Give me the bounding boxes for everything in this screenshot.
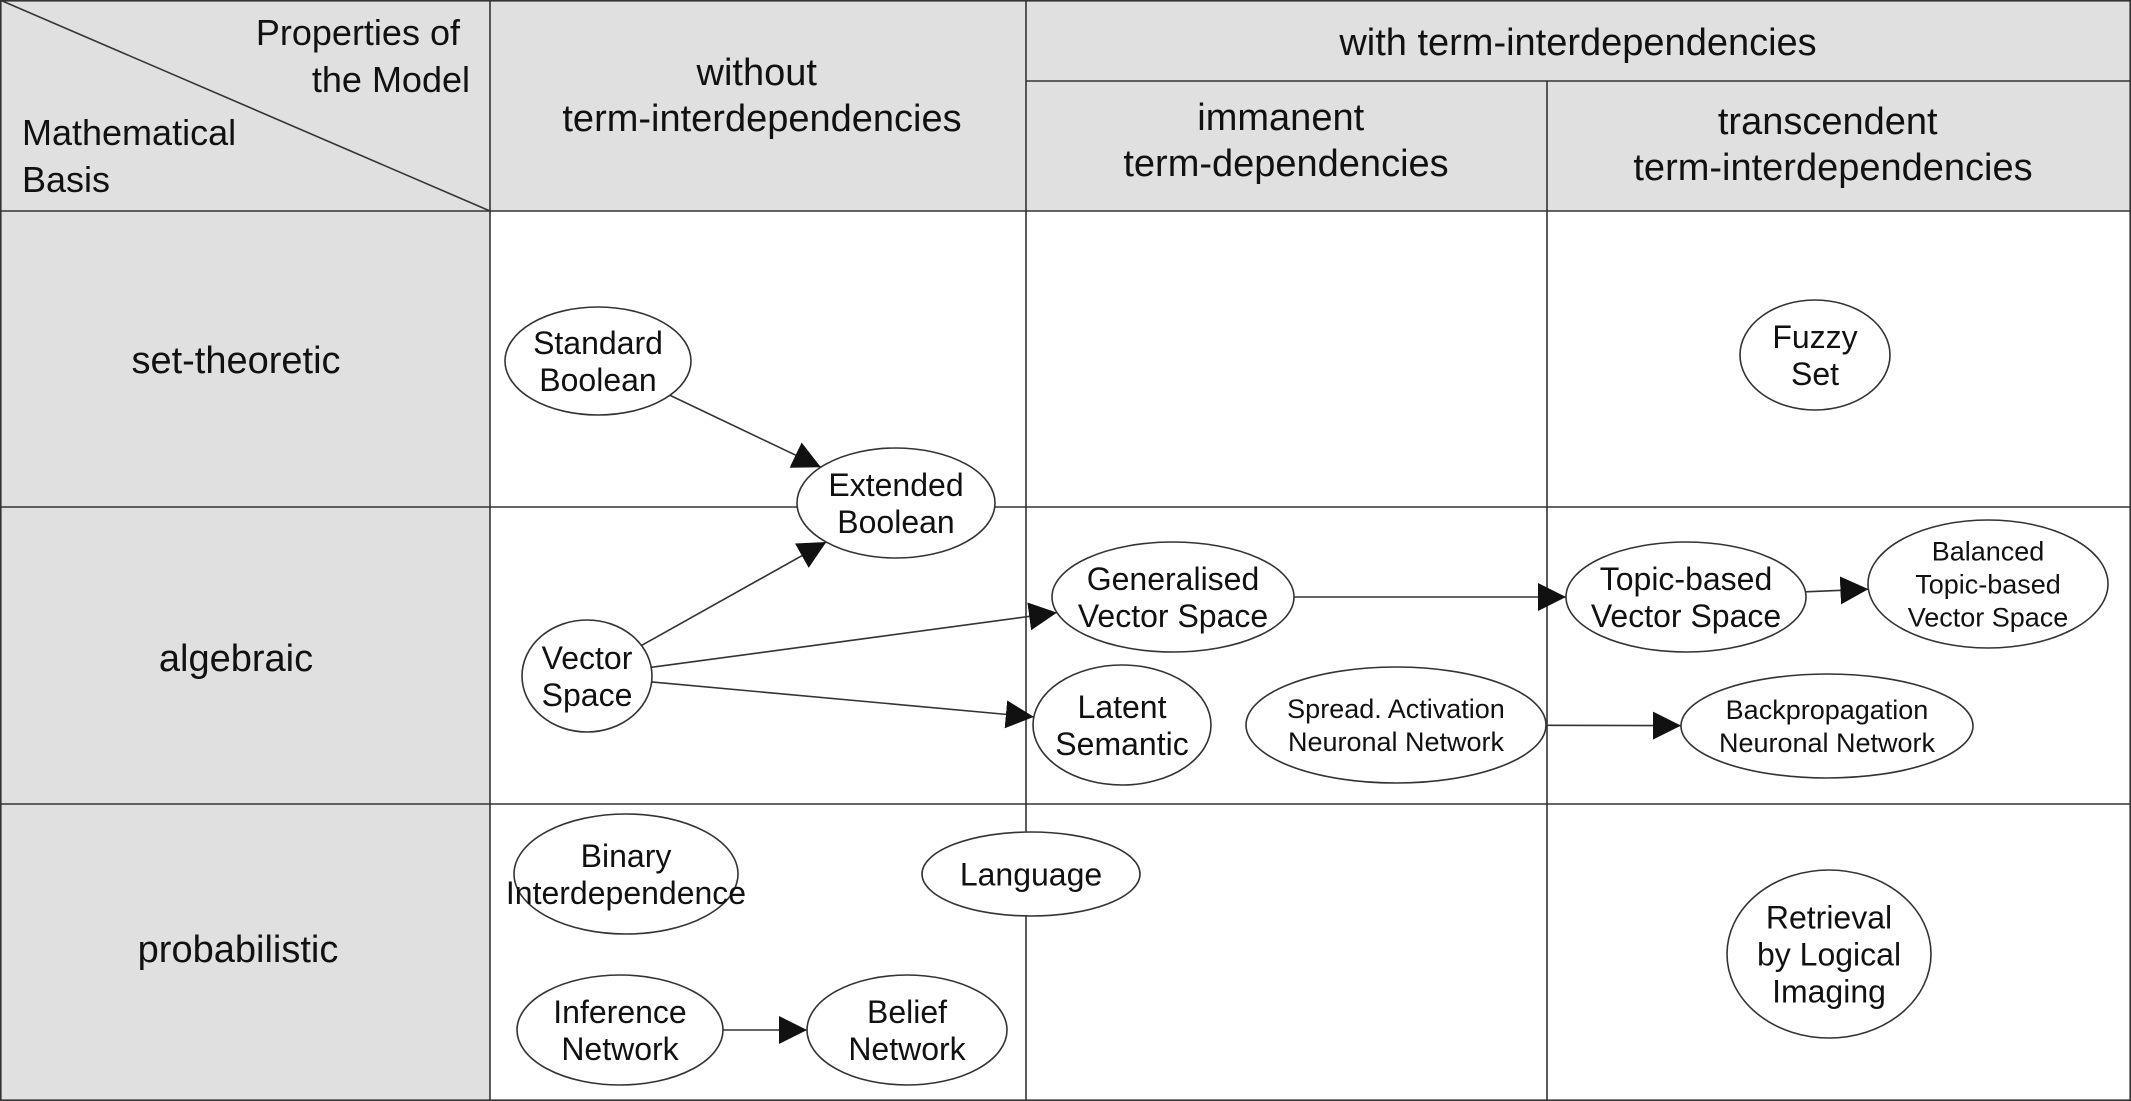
arrow-topic-based-vector-space-to-balanced-topic-based-vector-space (1805, 576, 1869, 605)
row-label-algebraic: algebraic (159, 638, 313, 680)
column-header-without: without term-interdependencies (562, 52, 961, 140)
corner-label-properties: Properties of the Model (256, 12, 470, 100)
node-ellipse (1051, 541, 1295, 653)
node-ellipse (796, 447, 996, 559)
node-ellipse (513, 813, 739, 935)
column-header-immanent: immanent term-dependencies (1123, 97, 1448, 185)
row-label-probabilistic: probabilistic (138, 929, 339, 971)
node-ellipse (504, 306, 692, 416)
model-evolution-arrows (641, 394, 1869, 1044)
node-ellipse (1680, 673, 1974, 779)
node-ellipse (516, 974, 724, 1086)
corner-diagonal (0, 0, 491, 212)
row-label-column-background (0, 211, 490, 1101)
node-ellipse (1245, 666, 1547, 784)
node-ellipse (1032, 664, 1212, 786)
arrow-vector-space-to-latent-semantic (651, 681, 1034, 729)
row-label-set-theoretic: set-theoretic (131, 340, 340, 382)
header-texts: Properties of the Model Mathematical Bas… (22, 12, 2033, 200)
header-row-background (0, 0, 2131, 211)
node-ellipse (1565, 541, 1807, 653)
column-header-transcendent: transcendent term-interdependencies (1633, 101, 2032, 189)
node-ellipse (1867, 519, 2109, 649)
arrow-vector-space-to-extended-boolean (641, 541, 827, 647)
corner-label-mathematical-basis: Mathematical Basis (22, 112, 246, 200)
node-label: Language (960, 857, 1102, 893)
node-language: Language (921, 831, 1141, 917)
node-ellipse (921, 831, 1141, 917)
column-group-header-with: with term-interdependencies (1338, 22, 1816, 64)
node-ellipse (1739, 299, 1891, 411)
node-ellipse (806, 974, 1008, 1086)
row-labels: set-theoretic algebraic probabilistic (131, 340, 340, 971)
node-ellipse (521, 619, 653, 733)
arrow-vector-space-to-generalised-vector-space (651, 602, 1058, 669)
node-ellipse (1726, 869, 1932, 1039)
arrow-standard-boolean-to-extended-boolean (669, 394, 822, 468)
